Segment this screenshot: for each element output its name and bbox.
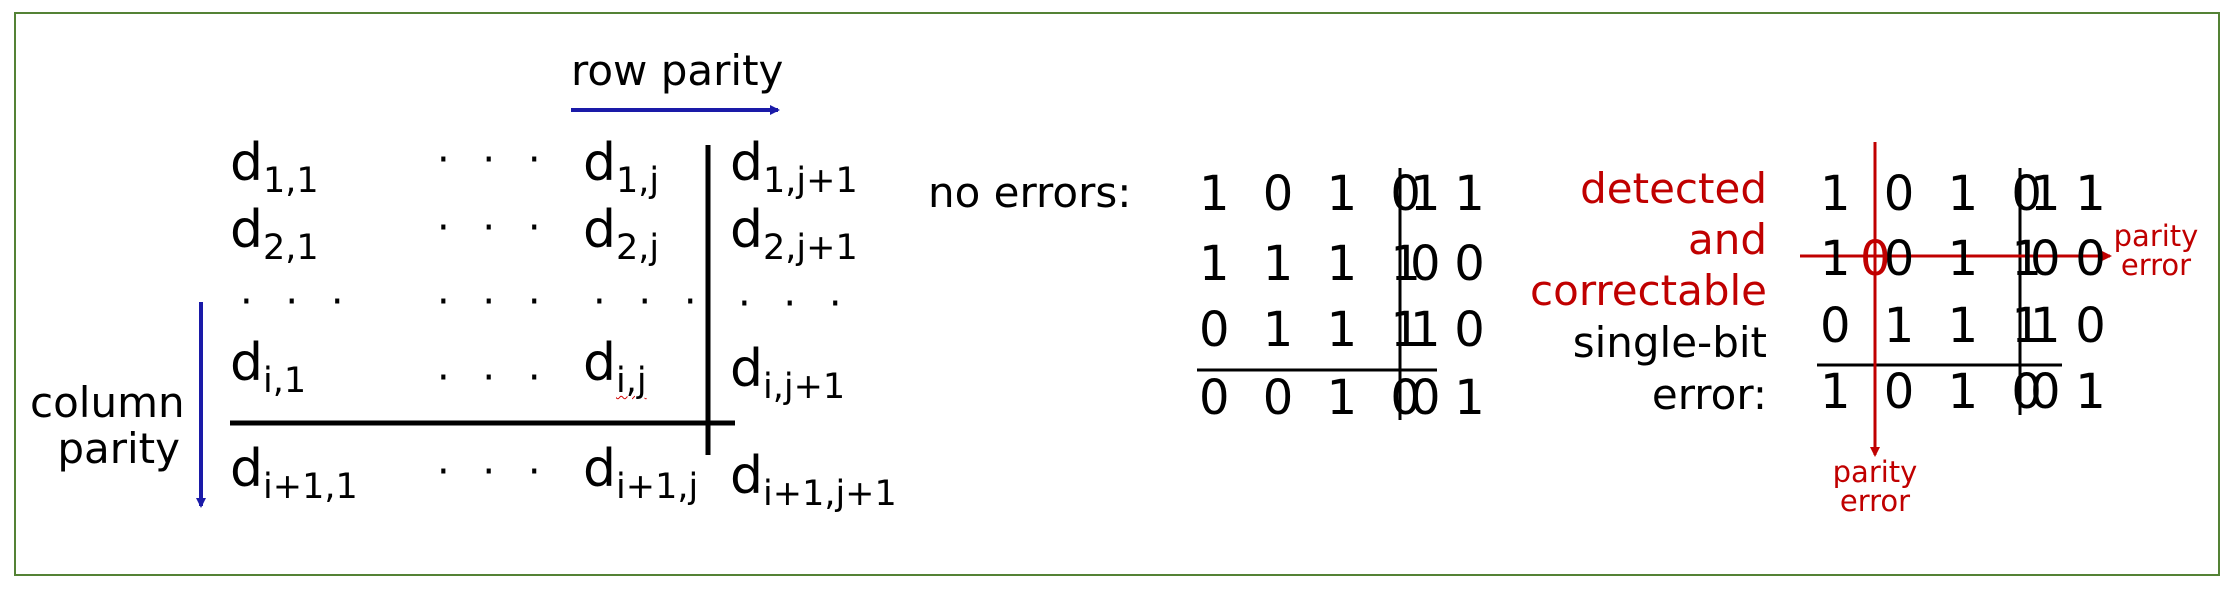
no-errors-row-1-parity: 1 <box>1410 166 1450 222</box>
single-bit-row-1-bits: 1 0 1 0 1 <box>1820 166 2115 222</box>
column-parity-error-label: parity error <box>1832 455 1918 518</box>
no-errors-row-1-bits: 1 0 1 0 1 <box>1199 166 1494 222</box>
no-errors-row-2-bits: 1 1 1 1 0 <box>1199 236 1494 292</box>
single-bit-row-3-parity: 1 <box>2030 298 2070 354</box>
single-bit-row-4-bits: 1 0 1 0 1 <box>1820 364 2115 420</box>
single-bit-row-3-bits: 0 1 1 1 0 <box>1820 298 2115 354</box>
row-parity-label: row parity <box>571 46 784 95</box>
dots-colj1: · · · <box>738 281 852 327</box>
single-bit-row-2-parity: 0 <box>2030 231 2070 287</box>
label-single-bit: single-bit <box>1572 318 1767 367</box>
no-errors-row-4-bits: 0 0 1 0 1 <box>1199 370 1494 426</box>
label-error: error: <box>1651 370 1767 419</box>
no-errors-row-2-parity: 0 <box>1410 236 1450 292</box>
no-errors-row-3-bits: 0 1 1 1 0 <box>1199 302 1494 358</box>
cell-d-2-j: d2,j <box>583 200 660 268</box>
dots-ri: · · · <box>437 355 551 401</box>
cell-d-1-j: d1,j <box>583 133 660 201</box>
cell-d-i-j: di,j <box>583 333 647 401</box>
cell-d-i1-j: di+1,j <box>583 439 699 507</box>
single-bit-row-4-parity: 0 <box>2030 364 2070 420</box>
cell-d-i1-j1: di+1,j+1 <box>730 446 897 514</box>
no-errors-row-4-parity: 0 <box>1410 370 1450 426</box>
label-correctable: correctable <box>1530 266 1767 315</box>
cell-d-1-j1: d1,j+1 <box>730 133 858 201</box>
error-bit-highlight: 0 <box>1860 231 1900 287</box>
column-parity-label-line1: column <box>30 378 185 427</box>
dots-col1: · · · <box>240 279 354 325</box>
dots-r2: · · · <box>437 205 551 251</box>
cell-d-i1-1: di+1,1 <box>230 439 358 507</box>
dots-ri1: · · · <box>437 449 551 495</box>
diagram-frame <box>14 12 2220 576</box>
dots-middle: · · · <box>437 279 551 325</box>
cell-d-2-j1: d2,j+1 <box>730 200 858 268</box>
cell-d-i-j1: di,j+1 <box>730 339 846 407</box>
no-errors-row-3-parity: 1 <box>1410 302 1450 358</box>
cell-d-2-1: d2,1 <box>230 200 319 268</box>
label-detected: detected <box>1580 164 1767 213</box>
dots-r1: · · · <box>437 137 551 183</box>
single-bit-row-1-parity: 1 <box>2030 166 2070 222</box>
cell-d-1-1: d1,1 <box>230 133 319 201</box>
label-and: and <box>1687 215 1767 264</box>
no-errors-label: no errors: <box>928 168 1132 217</box>
row-parity-error-label: parity error <box>2113 219 2199 282</box>
column-parity-label-line2: parity <box>57 424 180 473</box>
single-bit-row-2-bits: 1 0 1 1 0 <box>1820 231 2115 287</box>
cell-d-i-1: di,1 <box>230 333 307 401</box>
dots-colj: · · · <box>593 279 707 325</box>
